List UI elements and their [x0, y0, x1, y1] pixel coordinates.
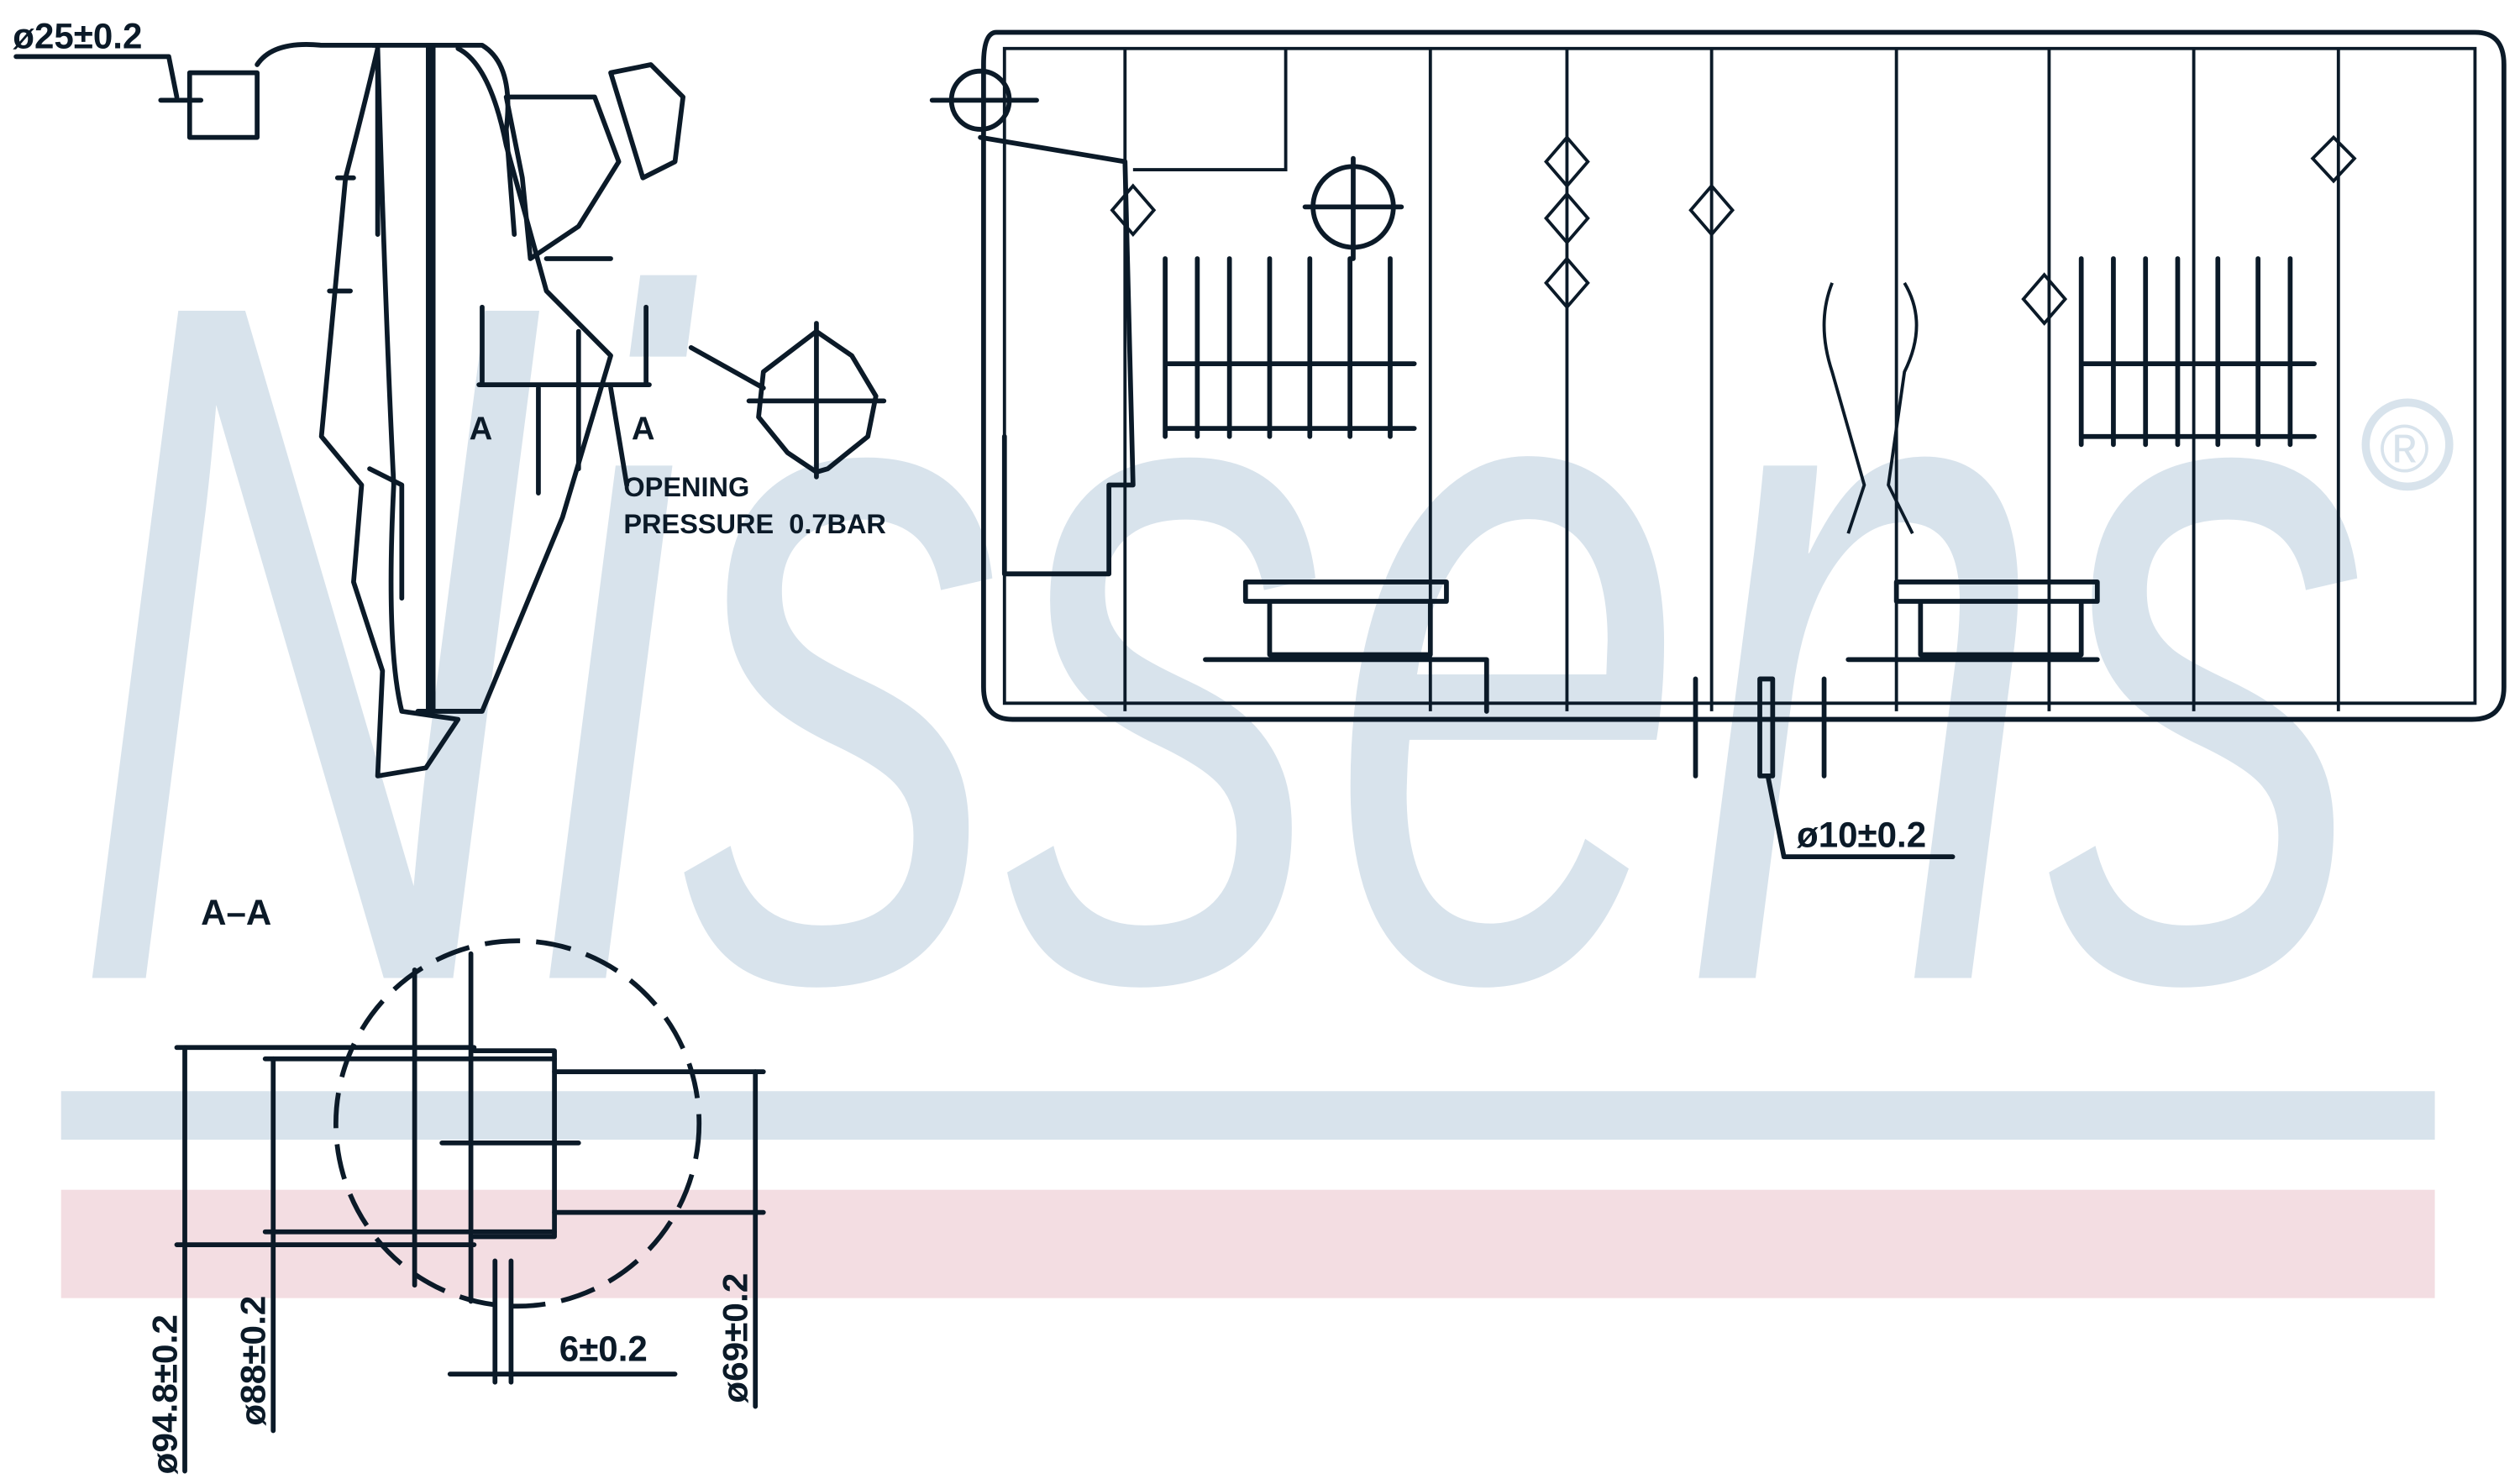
front-view: ø10±0.2 — [929, 29, 2507, 860]
ribs — [1110, 48, 2357, 711]
dim-thread: 6±0.2 — [559, 1329, 648, 1369]
section-mark-right: A — [632, 411, 655, 447]
section-title: A–A — [201, 893, 271, 932]
cap-note-line1: OPENING — [623, 471, 749, 502]
pressure-cap-icon — [688, 321, 887, 480]
registered-mark: ® — [2379, 412, 2429, 487]
watermark: Nissens ® — [60, 101, 2454, 1298]
dim-outer: ø94.8±0.2 — [145, 1314, 185, 1474]
grid-left — [1163, 256, 1417, 439]
cap-note-line2: PRESSURE 0.7BAR — [623, 508, 886, 539]
grid-right — [2078, 256, 2317, 448]
section-a-a: A–A ø94.8±0.2 ø88±0.2 6±0.2 ø69±0.2 — [145, 893, 766, 1474]
section-mark-left: A — [470, 411, 493, 447]
dim-inner: ø69±0.2 — [716, 1273, 755, 1403]
outlet-diameter-label: ø10±0.2 — [1797, 815, 1926, 854]
inlet-diameter-label: ø25±0.2 — [13, 17, 142, 56]
side-view: A A OPENING PRESSURE 0.7BAR ø25±0.2 — [13, 17, 887, 779]
dim-middle: ø88±0.2 — [234, 1296, 273, 1426]
watermark-brand: Nissens — [72, 101, 2370, 1184]
registered-icon — [2361, 398, 2454, 491]
blue-stripe — [60, 1091, 2435, 1141]
